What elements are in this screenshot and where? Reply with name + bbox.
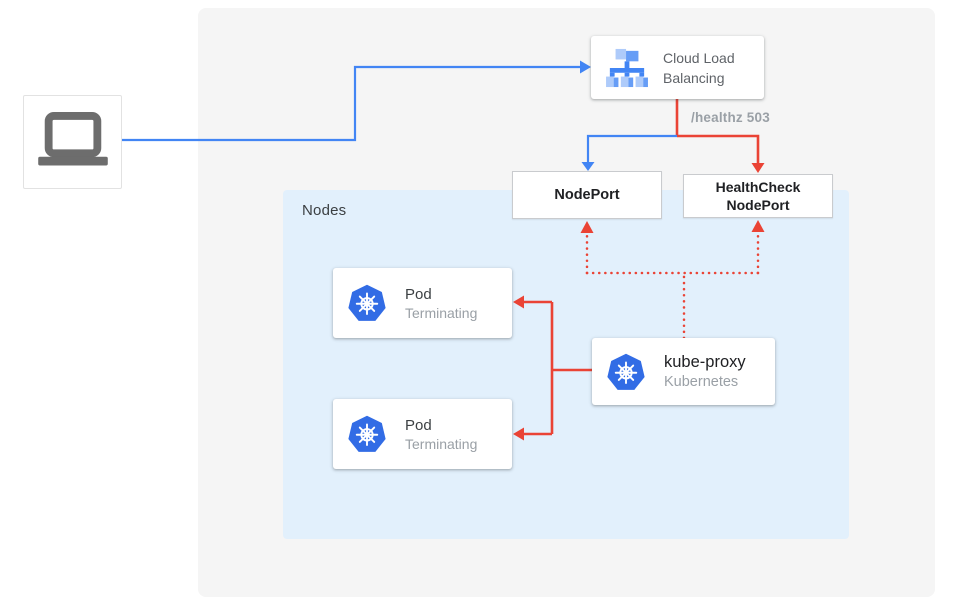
healthcheck-nodeport-node: HealthCheck NodePort	[683, 174, 833, 218]
pod-node-2: Pod Terminating	[333, 399, 512, 469]
kubernetes-icon	[607, 353, 645, 391]
pod-1-title: Pod	[405, 285, 432, 303]
nodes-panel-label: Nodes	[302, 202, 347, 219]
client-device-node	[23, 95, 122, 189]
pod-2-text: Pod Terminating	[405, 416, 477, 453]
healthz-503-label: /healthz 503	[691, 110, 770, 125]
kubernetes-icon	[348, 415, 386, 453]
clb-label-line2: Balancing	[663, 69, 725, 86]
healthcheck-label-line2: NodePort	[726, 197, 790, 213]
kube-proxy-title: kube-proxy	[664, 353, 746, 371]
pod-2-title: Pod	[405, 416, 432, 434]
cloud-load-balancing-icon	[604, 48, 650, 88]
kubernetes-icon	[348, 284, 386, 322]
pod-node-1: Pod Terminating	[333, 268, 512, 338]
clb-label-line1: Cloud Load	[663, 49, 735, 66]
laptop-icon	[29, 102, 117, 182]
pod-1-status: Terminating	[405, 304, 478, 321]
cloud-load-balancing-node: Cloud Load Balancing	[591, 36, 764, 99]
cloud-load-balancing-label: Cloud Load Balancing	[663, 48, 735, 88]
kube-proxy-text: kube-proxy Kubernetes	[664, 352, 746, 391]
kube-proxy-node: kube-proxy Kubernetes	[592, 338, 775, 405]
pod-1-text: Pod Terminating	[405, 285, 477, 322]
nodeport-node: NodePort	[512, 171, 662, 219]
nodeport-label: NodePort	[554, 187, 620, 203]
kube-proxy-subtitle: Kubernetes	[664, 374, 739, 390]
healthcheck-label-line1: HealthCheck	[715, 179, 801, 195]
pod-2-status: Terminating	[405, 435, 478, 452]
